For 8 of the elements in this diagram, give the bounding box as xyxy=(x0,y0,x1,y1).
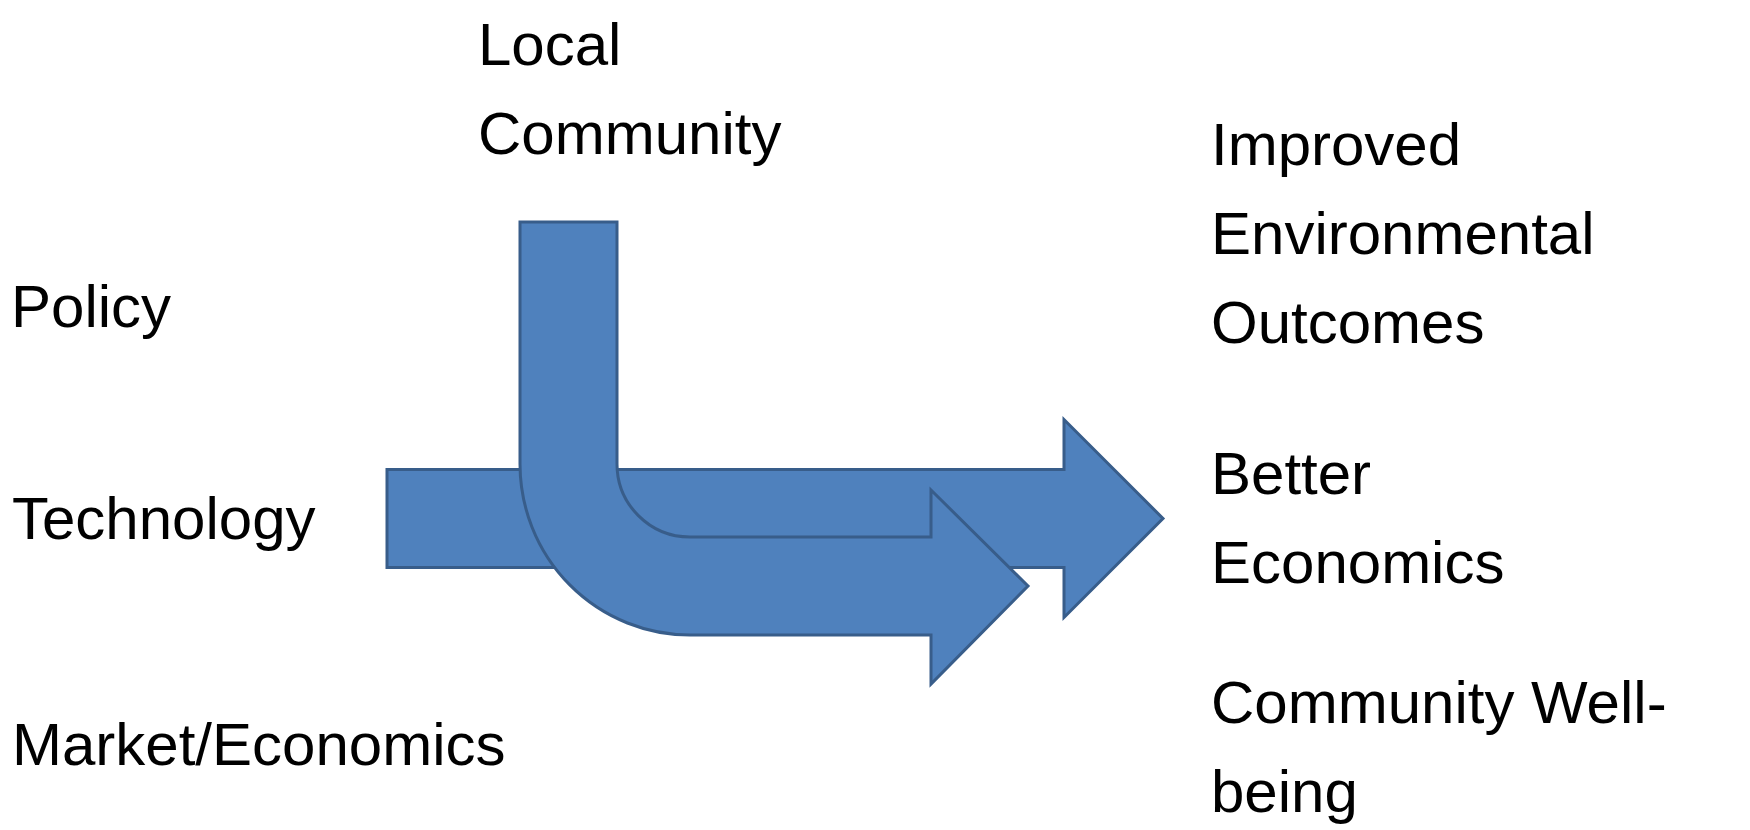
node-label: Market/Economics xyxy=(12,710,507,780)
node-label: Policy xyxy=(11,272,173,342)
block-arrow xyxy=(518,220,1030,686)
node-label: Local Community xyxy=(478,10,783,169)
node-label: Better Economics xyxy=(1211,439,1506,598)
node-label: Improved Environmental Outcomes xyxy=(1211,110,1596,358)
node-label: Community Well-being xyxy=(1211,668,1668,827)
node-label: Technology xyxy=(12,484,317,554)
